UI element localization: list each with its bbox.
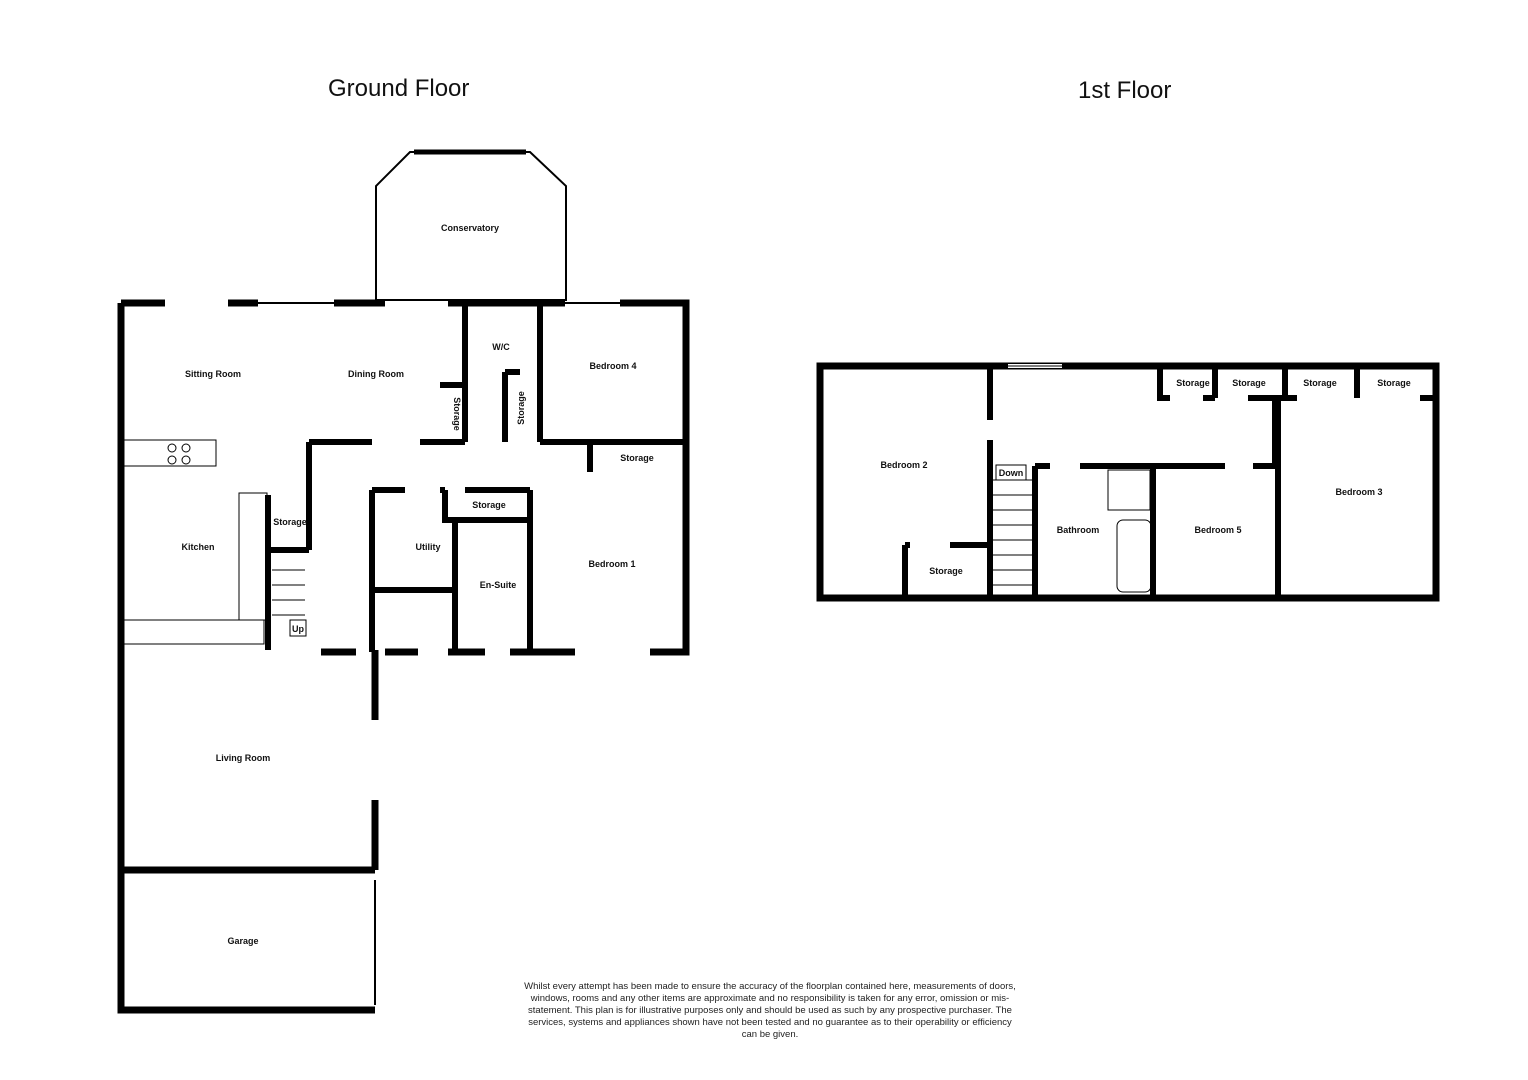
room-label-storage-bedroom1: Storage [620,453,654,463]
ground-floor-title: Ground Floor [328,75,470,102]
room-label-conservatory: Conservatory [441,223,499,233]
room-label-storage-bedroom2: Storage [929,566,963,576]
room-label-garage: Garage [227,936,258,946]
room-label-storage-3: Storage [1303,378,1337,388]
room-label-storage-1: Storage [1176,378,1210,388]
room-label-storage-2: Storage [1232,378,1266,388]
room-label-wc: W/C [492,342,510,352]
room-label-storage-wc: Storage [516,391,526,425]
room-label-kitchen: Kitchen [181,542,214,552]
room-label-en-suite: En-Suite [480,580,517,590]
room-label-bedroom4: Bedroom 4 [589,361,636,371]
first-floor-title: 1st Floor [1078,77,1172,104]
room-label-storage-4: Storage [1377,378,1411,388]
room-label-storage-hall: Storage [273,517,307,527]
room-label-storage-dining: Storage [452,397,462,431]
room-label-storage-ensuite: Storage [472,500,506,510]
stairs-down-label: Down [999,468,1024,478]
room-label-utility: Utility [415,542,440,552]
room-label-bedroom5: Bedroom 5 [1194,525,1241,535]
room-label-sitting-room: Sitting Room [185,369,241,379]
room-label-bedroom2: Bedroom 2 [880,460,927,470]
room-label-bedroom3: Bedroom 3 [1335,487,1382,497]
room-label-living-room: Living Room [216,753,271,763]
room-label-dining-room: Dining Room [348,369,404,379]
disclaimer-text: Whilst every attempt has been made to en… [524,981,1016,1040]
room-label-bathroom: Bathroom [1057,525,1100,535]
room-label-bedroom1: Bedroom 1 [588,559,635,569]
stairs-up-label: Up [292,624,304,634]
